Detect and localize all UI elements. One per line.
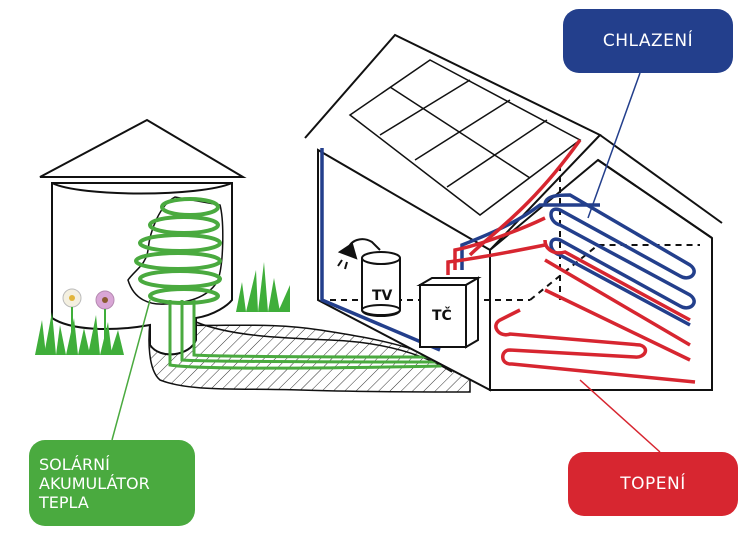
- solar-line-3: TEPLA: [39, 492, 89, 512]
- solar-line-1: SOLÁRNÍ: [39, 454, 110, 474]
- hot-water-tank: TV: [361, 251, 401, 317]
- connector-lines: [111, 72, 661, 453]
- solar-accumulator-tank: [39, 118, 247, 356]
- solar-coil: [134, 197, 222, 305]
- solar-accumulator-label: SOLÁRNÍ AKUMULÁTOR TEPLA: [29, 440, 195, 526]
- flower-icon: [62, 288, 115, 340]
- heating-label: TOPENÍ: [568, 452, 738, 516]
- shower-icon: [337, 238, 381, 270]
- tank-label: TV: [372, 288, 393, 304]
- heating-text: TOPENÍ: [620, 474, 686, 494]
- solar-line-2: AKUMULÁTOR: [39, 473, 150, 493]
- grass-icon: [236, 262, 290, 312]
- house: [304, 33, 723, 392]
- heat-pump-label: TČ: [432, 306, 452, 324]
- heating-pipes: [446, 138, 696, 384]
- cooling-text: CHLAZENÍ: [602, 31, 694, 51]
- cooling-label: CHLAZENÍ: [563, 9, 733, 73]
- heat-pump-unit: TČ: [416, 276, 482, 349]
- cooling-pipes: [320, 148, 696, 352]
